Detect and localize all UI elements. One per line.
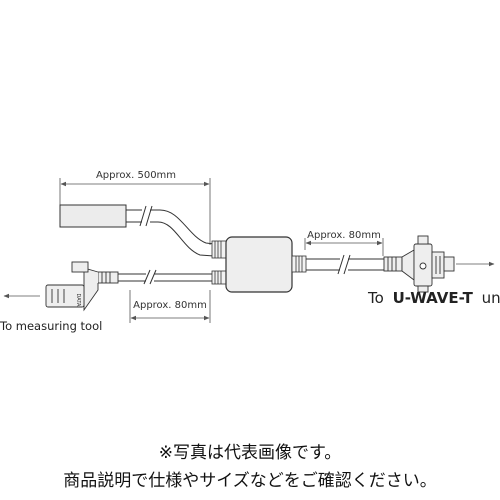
upper-cable [126, 205, 215, 257]
representative-image-note: ※写真は代表画像です。 [158, 443, 342, 463]
dimension-80mm-right: Approx. 80mm [304, 230, 384, 256]
dimension-label-80-left: Approx. 80mm [133, 300, 207, 311]
u-wave-t-name: U-WAVE-T [393, 289, 474, 307]
to-u-wave-label: To U-WAVE-T unit [367, 289, 500, 307]
dimension-80mm-left: Approx. 80mm [129, 290, 211, 323]
data-mark: DATA [75, 294, 81, 307]
confirm-specs-note: 商品説明で仕様やサイズなどをご確認ください。 [63, 471, 437, 491]
dimension-label-500: Approx. 500mm [96, 170, 176, 181]
junction-ribs-right [291, 255, 307, 273]
lower-cable [118, 269, 214, 285]
junction-ribs-left [211, 240, 227, 285]
measuring-tool-label: To measuring tool [0, 319, 102, 333]
cable-diagram: Approx. 500mm Approx. 80mm Approx. 80mm [0, 170, 500, 333]
to-prefix: To [367, 289, 384, 307]
data-connector: DATA [45, 261, 119, 312]
junction-box [225, 236, 293, 293]
upper-connector [59, 204, 127, 228]
dimension-label-80-right: Approx. 80mm [307, 230, 381, 241]
right-cable [306, 254, 384, 275]
right-connector [383, 235, 455, 293]
unit-suffix: unit [482, 289, 500, 307]
